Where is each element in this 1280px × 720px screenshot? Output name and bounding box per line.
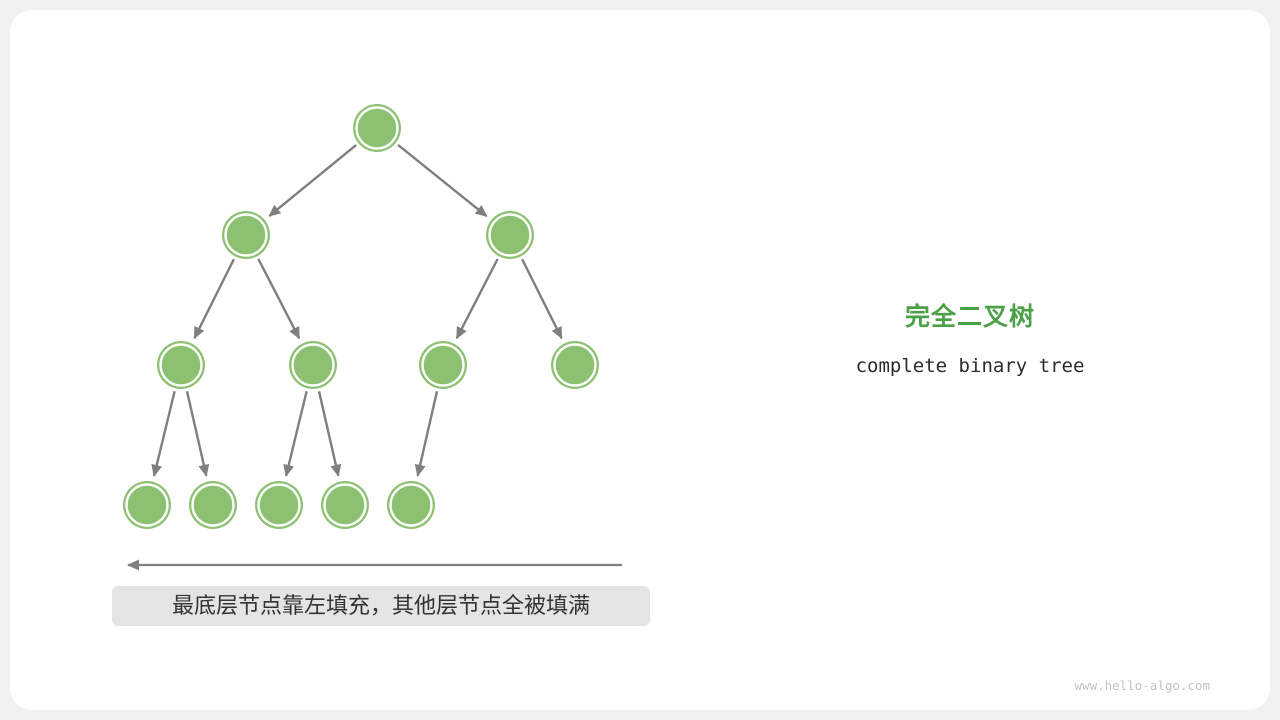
tree-edge-arrow	[257, 258, 301, 340]
tree-node	[289, 341, 337, 389]
tree-edge-arrow	[397, 143, 488, 218]
tree-edge-arrow	[455, 258, 499, 340]
tree-edge-arrow	[283, 390, 308, 477]
tree-node	[222, 211, 270, 259]
title-block: 完全二叉树 complete binary tree	[820, 297, 1120, 377]
tree-edge-arrow	[521, 258, 563, 340]
diagram-title-cn: 完全二叉树	[904, 303, 1035, 331]
tree-node	[189, 481, 237, 529]
tree-node	[255, 481, 303, 529]
tree-edge-arrow	[414, 391, 439, 477]
diagram-title-en: complete binary tree	[855, 355, 1085, 377]
tree-node	[123, 481, 171, 529]
tree-edge-arrow	[151, 390, 176, 477]
tree-node	[387, 481, 435, 529]
tree-node	[419, 341, 467, 389]
tree-node	[321, 481, 369, 529]
watermark: www.hello-algo.com	[1074, 678, 1210, 693]
tree-edge-arrow	[317, 391, 342, 477]
tree-edge-arrow	[268, 144, 357, 217]
tree-node	[157, 341, 205, 389]
tree-node	[486, 211, 534, 259]
tree-edge-arrow	[185, 391, 210, 477]
tree-node	[551, 341, 599, 389]
tree-edge-arrow	[193, 258, 235, 340]
caption-label: 最底层节点靠左填充，其他层节点全被填满	[112, 586, 650, 626]
tree-node	[353, 104, 401, 152]
